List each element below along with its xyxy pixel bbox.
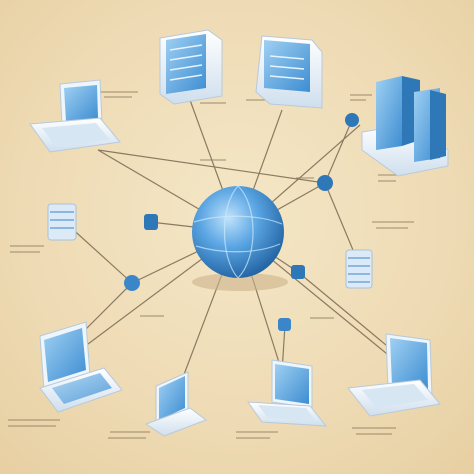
laptop-keyboard — [42, 123, 110, 147]
rack-unit-icon — [430, 90, 446, 160]
laptop-bottom-center-left[interactable] — [144, 371, 208, 437]
server-slot — [169, 44, 203, 51]
connector-node-icon — [144, 214, 158, 230]
server-slot — [169, 64, 203, 71]
laptop-base — [144, 407, 208, 437]
laptop-bottom-right[interactable] — [347, 333, 441, 417]
connector-a[interactable] — [144, 214, 158, 230]
laptop-screen-icon — [159, 376, 185, 420]
server-front-icon — [166, 34, 206, 94]
laptop-keyboard — [52, 373, 112, 404]
server-slot — [169, 54, 203, 61]
server-slot — [269, 75, 305, 80]
connector-f[interactable] — [278, 318, 291, 331]
connector-b[interactable] — [124, 275, 140, 291]
drive-stack-left[interactable] — [47, 203, 77, 241]
datacenter-right[interactable] — [361, 76, 449, 177]
globe-meridian — [237, 185, 254, 279]
disk-stack-icon — [47, 203, 77, 241]
connector-e[interactable] — [345, 113, 359, 127]
link-drive-left-connector-b — [67, 224, 133, 284]
link-connector-e-datacenter — [324, 119, 353, 184]
laptop-screen-icon — [64, 85, 98, 121]
globe-hub[interactable] — [192, 185, 288, 291]
link-connector-c-drive-right — [324, 182, 359, 263]
laptop-screen-icon — [275, 364, 309, 404]
globe-parallel — [193, 215, 283, 225]
connector-node-icon — [291, 265, 305, 279]
laptop-bottom-center-right[interactable] — [246, 359, 328, 427]
server-top-center[interactable] — [255, 35, 323, 109]
laptop-screen-icon — [390, 338, 428, 390]
laptop-keyboard — [258, 405, 316, 421]
connector-node-icon — [345, 113, 359, 127]
laptop-keyboard — [362, 384, 428, 408]
laptop-screen-icon — [44, 328, 86, 382]
globe-parallel — [195, 243, 281, 253]
server-top-left[interactable] — [159, 29, 223, 105]
link-laptop-top-left-connector-c — [97, 149, 326, 184]
drive-stack-right[interactable] — [345, 249, 373, 289]
connector-node-icon — [278, 318, 291, 331]
server-slot — [169, 74, 203, 81]
rack-unit-icon — [376, 76, 402, 150]
globe-meridian — [224, 185, 239, 279]
laptop-top-left[interactable] — [29, 79, 121, 153]
connector-d[interactable] — [291, 265, 305, 279]
connector-node-icon — [124, 275, 140, 291]
connector-c[interactable] — [317, 175, 333, 191]
globe-icon — [192, 186, 284, 278]
server-slot — [269, 55, 305, 60]
connector-node-icon — [317, 175, 333, 191]
laptop-bottom-left[interactable] — [39, 321, 123, 413]
globe-shadow — [192, 273, 288, 291]
disk-stack-icon — [345, 249, 373, 289]
server-slot — [269, 65, 305, 70]
link-connector-d-laptop-br — [297, 271, 393, 351]
